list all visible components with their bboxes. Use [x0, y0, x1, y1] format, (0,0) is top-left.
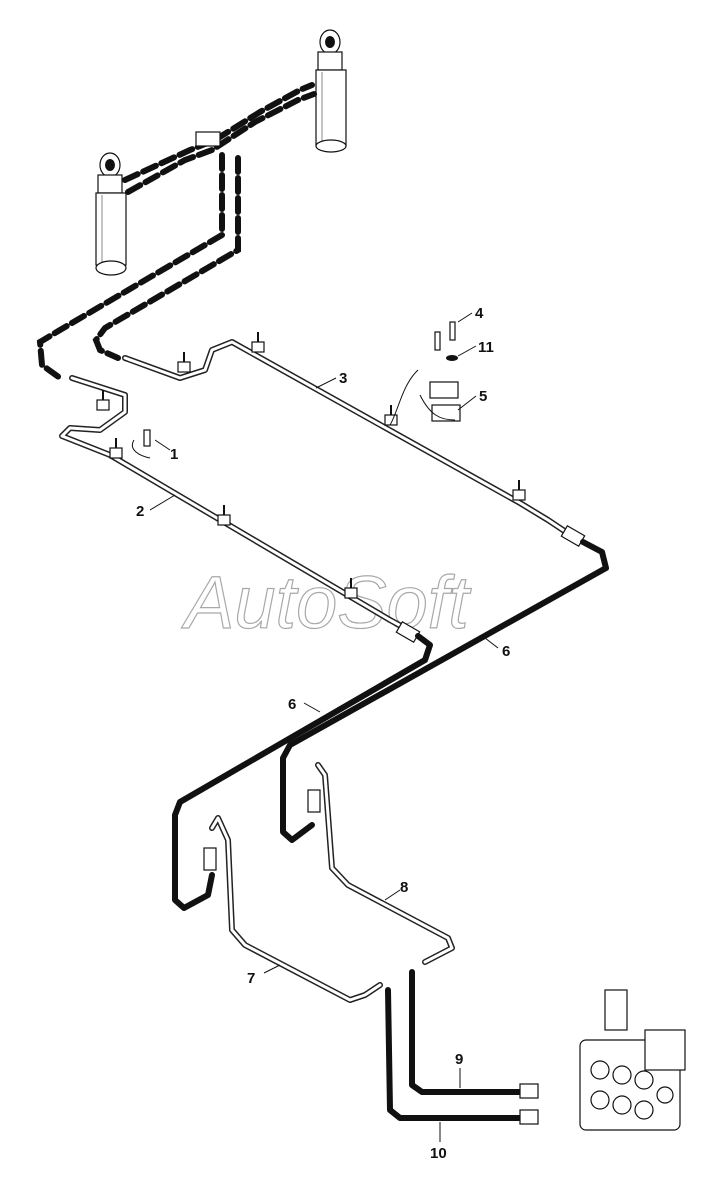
- callout-11: 11: [478, 339, 494, 356]
- callout-labels: 1 2 3 4 11 5 6 6 8 7 9 10: [136, 305, 510, 1162]
- tube-8: [307, 762, 455, 965]
- clamp-detail: [389, 321, 461, 426]
- watermark: AutoSoft: [181, 561, 472, 644]
- callout-10: 10: [430, 1145, 447, 1162]
- callout-6-right: 6: [502, 643, 510, 660]
- clamp: [177, 352, 191, 373]
- clamp: [217, 505, 231, 526]
- clamp: [251, 332, 265, 353]
- hose-9: [409, 969, 523, 1095]
- control-valve: [519, 989, 686, 1131]
- callout-2: 2: [136, 503, 144, 520]
- tube-7: [203, 815, 383, 1003]
- callout-6-left: 6: [288, 696, 296, 713]
- lift-hoses: [36, 152, 241, 381]
- clamp: [109, 438, 123, 459]
- callout-9: 9: [455, 1051, 463, 1068]
- callout-5: 5: [479, 388, 487, 405]
- tube-2: [59, 375, 415, 635]
- hose-6: [172, 539, 609, 911]
- tube-3: [122, 339, 581, 543]
- cylinder-connecting-hoses: [122, 82, 317, 195]
- callout-leaders: [149, 312, 499, 1142]
- hose-10: [385, 987, 523, 1121]
- hydraulic-cylinder-left: [95, 152, 127, 276]
- clamp: [344, 578, 358, 599]
- callout-1: 1: [170, 446, 178, 463]
- clamp: [512, 480, 526, 501]
- callout-4: 4: [475, 305, 484, 322]
- bolt-1: [132, 429, 151, 459]
- pipe-clamps: [96, 332, 526, 599]
- callout-3: 3: [339, 370, 347, 387]
- clamp: [96, 390, 110, 411]
- clamp: [384, 405, 398, 426]
- hydraulic-cylinder-right: [315, 29, 347, 153]
- callout-8: 8: [400, 879, 408, 896]
- callout-7: 7: [247, 970, 255, 987]
